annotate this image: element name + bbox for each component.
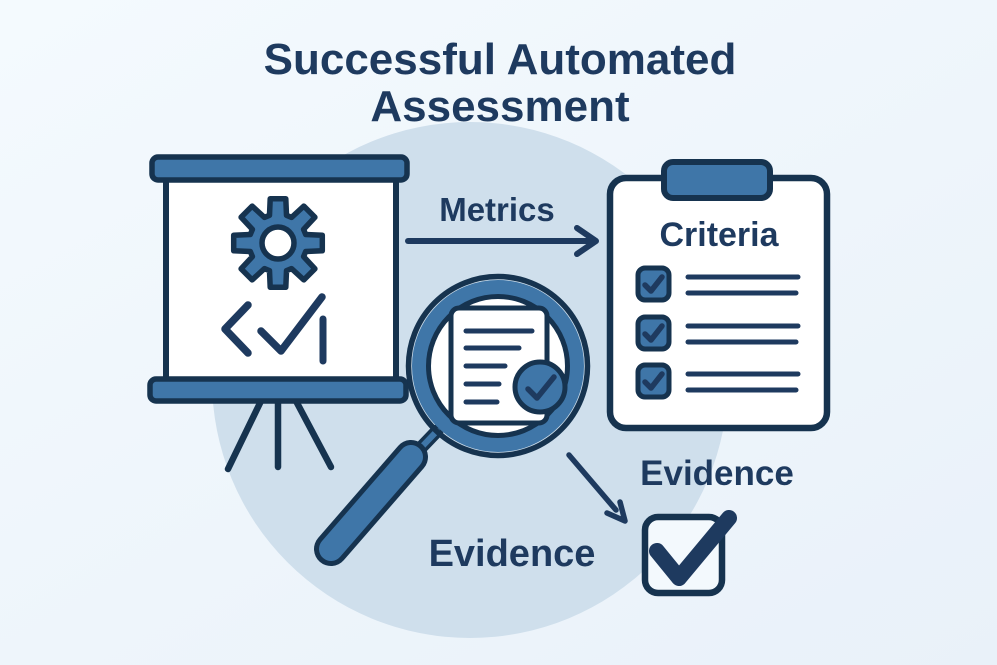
magnifier-icon bbox=[314, 273, 591, 566]
check-badge-icon bbox=[512, 359, 568, 415]
page-title-line1: Successful Automated bbox=[264, 35, 737, 84]
evidence-label-upper: Evidence bbox=[640, 454, 794, 493]
checkmark-glyph bbox=[649, 510, 737, 586]
page-title-line2: Assessment bbox=[370, 82, 630, 131]
magnifier-ring-outer-edge bbox=[405, 273, 591, 459]
checkbox-frame bbox=[641, 513, 726, 597]
checklist-row bbox=[635, 362, 801, 400]
clipboard-clip bbox=[661, 159, 773, 201]
board-leg-right bbox=[292, 397, 335, 471]
checklist-row bbox=[635, 265, 801, 303]
magnifier-handle bbox=[319, 445, 423, 561]
badge-circle bbox=[512, 359, 568, 415]
board-top-bar bbox=[149, 154, 410, 183]
criteria-label: Criteria bbox=[659, 216, 779, 254]
checklist-row bbox=[635, 314, 801, 352]
arrow-down-right-icon bbox=[566, 452, 628, 524]
presentation-board-icon bbox=[147, 154, 410, 473]
board-leg-left bbox=[224, 397, 265, 473]
board-bottom-bar bbox=[147, 376, 409, 404]
checkmark-glyph bbox=[525, 374, 557, 401]
clipboard-icon: Criteria bbox=[606, 159, 831, 432]
checkmark-glyph bbox=[642, 323, 665, 343]
checkmark-glyph bbox=[642, 371, 665, 391]
big-checkbox-icon bbox=[641, 510, 737, 597]
arrow-right-icon bbox=[405, 225, 599, 257]
code-check-icon bbox=[221, 293, 327, 365]
checkmark-glyph bbox=[642, 274, 665, 294]
evidence-label-lower: Evidence bbox=[429, 533, 596, 575]
chevron-left-glyph bbox=[221, 301, 252, 357]
gear-hub bbox=[259, 224, 297, 262]
checkmark-glyph bbox=[257, 293, 326, 355]
magnifier-ring-inner-edge bbox=[426, 294, 570, 438]
metrics-label: Metrics bbox=[439, 191, 555, 228]
